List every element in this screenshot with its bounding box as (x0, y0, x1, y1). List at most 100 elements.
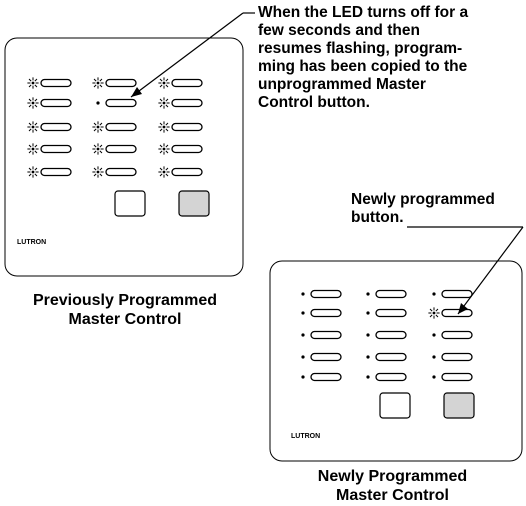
arrowhead-icon (131, 87, 142, 97)
led-ray (165, 122, 169, 126)
led-core (162, 125, 166, 129)
led-ray (28, 150, 32, 154)
led-ray (99, 128, 103, 132)
scene-button (375, 308, 407, 318)
scene-button (171, 167, 203, 177)
led-dot-icon (366, 311, 370, 315)
led-core (162, 101, 166, 105)
led-dot-icon (366, 292, 370, 296)
scene-button (310, 308, 342, 318)
caption-line: Master Control (336, 487, 449, 504)
led-ray (28, 98, 32, 102)
scene-button (171, 122, 203, 132)
scene-button (441, 289, 473, 299)
flashing-led-icon (158, 121, 170, 133)
led-ray (34, 104, 38, 108)
led-ray (93, 78, 97, 82)
led-ray (159, 167, 163, 171)
caption-line: Master Control (68, 311, 182, 328)
led-ray (435, 308, 439, 312)
led-ray (99, 84, 103, 88)
caption-previously-programmed: Previously Programmed Master Control (0, 291, 250, 329)
callout-leaders (130, 12, 524, 315)
scene-button (105, 144, 137, 154)
led-ray (34, 78, 38, 82)
scene-button (171, 98, 203, 108)
arrowhead-icon (458, 303, 468, 314)
led-dot-icon (432, 333, 436, 337)
led-ray (159, 104, 163, 108)
scene-button (40, 78, 72, 88)
led-ray (159, 122, 163, 126)
led-ray (28, 173, 32, 177)
led-dot-icon (96, 101, 100, 105)
led-ray (99, 173, 103, 177)
callout-line: few seconds and then (258, 22, 420, 39)
leader-line-new-button (457, 226, 524, 315)
caption-line: Newly Programmed (317, 468, 468, 485)
callout-newly-programmed-button: Newly programmed button. (351, 191, 526, 227)
scene-button (441, 308, 473, 318)
led-dot-icon (366, 375, 370, 379)
callout-line: Newly programmed (351, 191, 495, 208)
flashing-led-icon (158, 77, 170, 89)
led-ray (165, 78, 169, 82)
callout-line: resumes flashing, program- (258, 40, 463, 57)
led-ray (28, 167, 32, 171)
led-ray (93, 128, 97, 132)
caption-newly-programmed: Newly Programmed Master Control (265, 467, 520, 505)
flashing-led-icon (92, 143, 104, 155)
led-dot-icon (366, 333, 370, 337)
white-square-button (114, 190, 146, 217)
led-ray (159, 144, 163, 148)
led-core (31, 101, 35, 105)
led-ray (165, 167, 169, 171)
led-ray (99, 78, 103, 82)
scene-button (441, 330, 473, 340)
flashing-led-icon (92, 166, 104, 178)
callout-line: When the LED turns off for a (258, 4, 469, 21)
led-ray (99, 122, 103, 126)
scene-button (375, 352, 407, 362)
flashing-led-icon (27, 77, 39, 89)
led-core (96, 170, 100, 174)
callout-line: unprogrammed Master (258, 76, 426, 93)
led-ray (34, 167, 38, 171)
flashing-led-icon (158, 143, 170, 155)
led-core (31, 81, 35, 85)
lutron-logo: LUTRON (291, 433, 320, 440)
flashing-led-icon (428, 307, 440, 319)
flashing-led-icon (27, 166, 39, 178)
gray-square-button (178, 190, 210, 217)
flashing-led-icon (158, 166, 170, 178)
led-ray (34, 150, 38, 154)
led-ray (93, 167, 97, 171)
scene-button (105, 98, 137, 108)
led-ray (165, 104, 169, 108)
led-core (96, 125, 100, 129)
scene-button (40, 144, 72, 154)
leader-line-led-note (130, 12, 244, 98)
scene-button (375, 330, 407, 340)
led-ray (93, 150, 97, 154)
led-ray (435, 314, 439, 318)
scene-button (310, 330, 342, 340)
led-ray (34, 98, 38, 102)
callout-line: ming has been copied to the (258, 58, 468, 75)
led-ray (34, 84, 38, 88)
led-ray (93, 144, 97, 148)
led-dot-icon (366, 355, 370, 359)
callout-line: Control button. (258, 94, 370, 111)
white-square-button (379, 392, 411, 419)
caption-line: Previously Programmed (32, 292, 218, 309)
scene-button (171, 144, 203, 154)
led-ray (159, 150, 163, 154)
scene-button (40, 167, 72, 177)
led-ray (34, 128, 38, 132)
scene-button (40, 122, 72, 132)
lutron-logo: LUTRON (17, 239, 46, 246)
scene-button (441, 372, 473, 382)
led-ray (93, 122, 97, 126)
led-ray (159, 78, 163, 82)
led-ray (165, 144, 169, 148)
